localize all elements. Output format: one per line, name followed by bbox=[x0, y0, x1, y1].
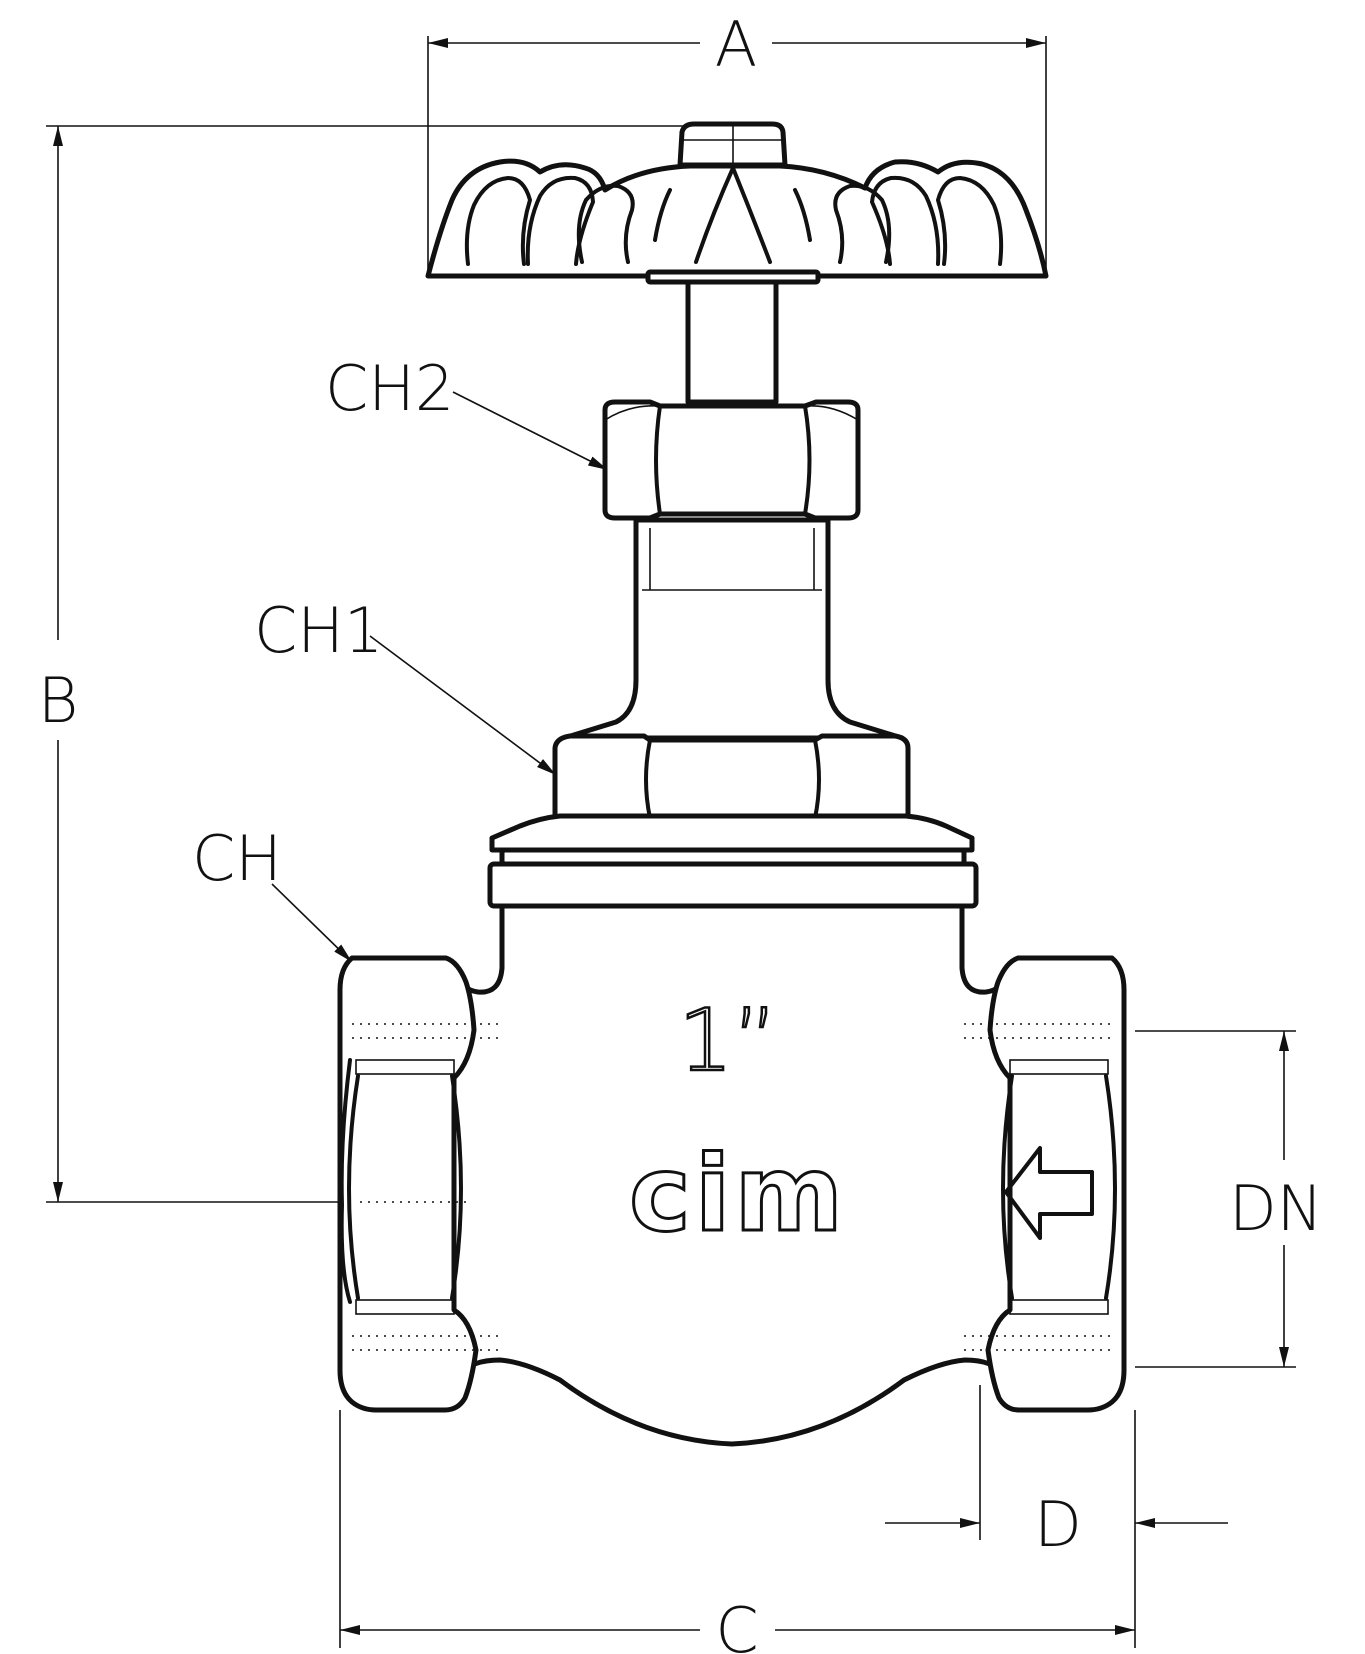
dimension-b-label: B bbox=[38, 664, 79, 737]
leader-ch1: CH1 bbox=[254, 594, 557, 776]
left-port-hex bbox=[337, 955, 500, 1413]
dimension-dn: DN bbox=[1135, 1030, 1323, 1368]
ch2-label: CH2 bbox=[325, 352, 454, 425]
size-marking: 1” bbox=[678, 991, 777, 1091]
packing-nut-ch2 bbox=[602, 399, 861, 521]
flow-direction-arrow-icon bbox=[1004, 1146, 1094, 1240]
ch1-label: CH1 bbox=[254, 594, 383, 667]
body-markings: 1” cim bbox=[628, 990, 847, 1257]
dimension-d-label: D bbox=[1034, 1488, 1082, 1561]
dimension-a-label: A bbox=[715, 8, 757, 81]
dimension-b: B bbox=[38, 125, 760, 1203]
valve-stem bbox=[685, 279, 779, 405]
dimension-a: A bbox=[427, 8, 1047, 276]
bonnet-hex-ch1 bbox=[552, 733, 911, 821]
dimension-dn-label: DN bbox=[1229, 1172, 1323, 1245]
right-port-hex bbox=[964, 955, 1127, 1413]
bonnet-neck bbox=[561, 517, 905, 741]
dimension-c-label: C bbox=[715, 1594, 758, 1654]
leader-ch: CH bbox=[192, 822, 353, 963]
brand-marking: cim bbox=[629, 1133, 847, 1255]
bonnet-flange bbox=[487, 813, 979, 909]
leader-ch2: CH2 bbox=[325, 352, 609, 471]
dimension-c: C bbox=[339, 1410, 1136, 1654]
handwheel bbox=[425, 121, 1049, 285]
dimension-d: D bbox=[885, 1385, 1228, 1561]
ch-label: CH bbox=[192, 822, 282, 895]
